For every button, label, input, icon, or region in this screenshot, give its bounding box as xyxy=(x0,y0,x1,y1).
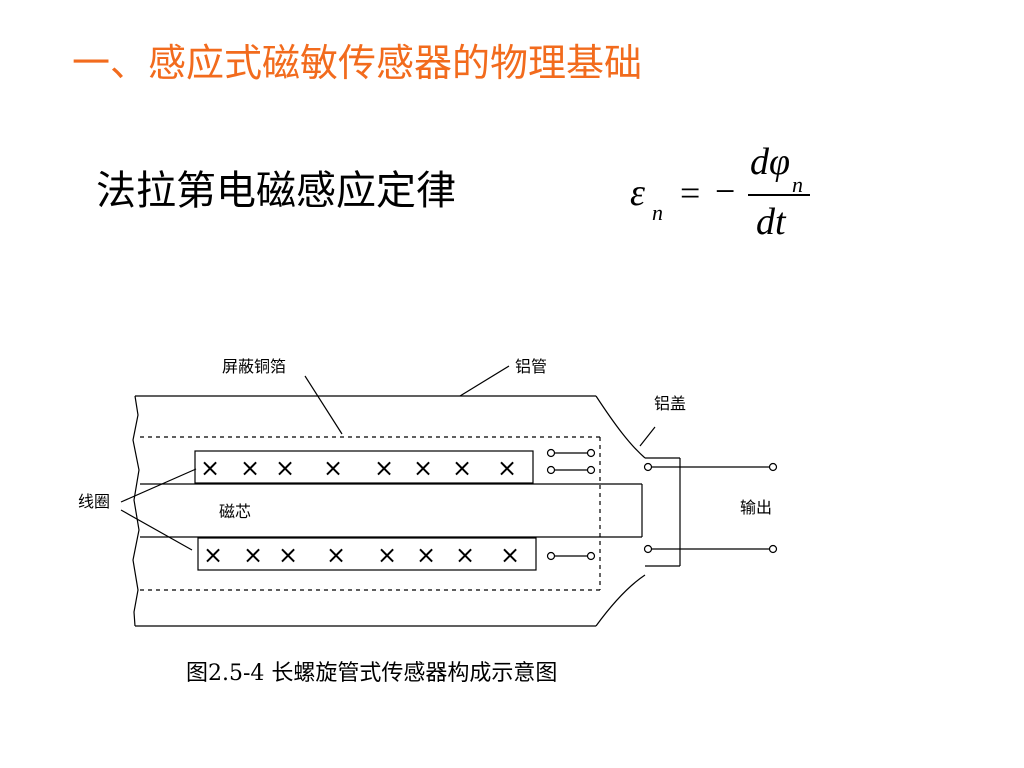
label-aluminium-cap: 铝盖 xyxy=(654,394,686,413)
label-magnetic-core: 磁芯 xyxy=(219,502,251,521)
terminal-dot xyxy=(586,448,596,458)
terminal-dot xyxy=(768,462,778,472)
coil-mark: × xyxy=(413,454,433,482)
equals-sign: = xyxy=(680,173,701,213)
label-output: 输出 xyxy=(740,498,772,517)
coil-mark: × xyxy=(326,541,346,569)
coil-mark: × xyxy=(275,454,295,482)
leader-tube xyxy=(459,365,510,397)
figure-caption: 图2.5-4 长螺旋管式传感器构成示意图 xyxy=(186,661,558,686)
terminal-dot xyxy=(546,465,556,475)
slide-title: 一、感应式磁敏传感器的物理基础 xyxy=(72,41,643,85)
coil-bottom xyxy=(197,537,537,571)
terminal-dot xyxy=(586,551,596,561)
leader-cap xyxy=(639,426,656,447)
coil-mark: × xyxy=(374,454,394,482)
coil-mark: × xyxy=(497,454,517,482)
coil-mark: × xyxy=(200,454,220,482)
coil-mark: × xyxy=(452,454,472,482)
label-aluminium-tube: 铝管 xyxy=(515,357,547,376)
fraction-numerator: dφ xyxy=(750,141,791,183)
coil-mark: × xyxy=(377,541,397,569)
numerator-subscript: n xyxy=(792,172,803,197)
label-shield-foil: 屏蔽铜箔 xyxy=(222,357,286,376)
coil-mark: × xyxy=(455,541,475,569)
emf-symbol: ε xyxy=(630,172,645,214)
terminal-dot xyxy=(643,544,653,554)
coil-mark: × xyxy=(500,541,520,569)
label-coil: 线圈 xyxy=(78,492,110,511)
coil-mark: × xyxy=(243,541,263,569)
coil-mark: × xyxy=(416,541,436,569)
leader-coil-top xyxy=(120,468,197,503)
coil-mark: × xyxy=(240,454,260,482)
coil-top xyxy=(194,450,534,484)
minus-sign: − xyxy=(715,171,736,211)
faraday-law-heading: 法拉第电磁感应定律 xyxy=(96,168,456,214)
emf-subscript: n xyxy=(652,200,663,225)
coil-mark: × xyxy=(323,454,343,482)
fraction-bar xyxy=(748,194,810,196)
faraday-formula: ε n = − dφ n dt xyxy=(620,138,820,248)
terminal-dot xyxy=(586,465,596,475)
terminal-dot xyxy=(546,448,556,458)
fraction-denominator: dt xyxy=(756,201,786,243)
tube-left-break xyxy=(132,395,140,627)
terminal-dot xyxy=(768,544,778,554)
cap-top-curve xyxy=(595,395,646,459)
leader-shield xyxy=(304,375,343,435)
cap-bottom-curve xyxy=(595,574,646,627)
leader-coil-bottom xyxy=(120,509,193,551)
terminal-dot xyxy=(643,462,653,472)
coil-mark: × xyxy=(278,541,298,569)
terminal-dot xyxy=(546,551,556,561)
coil-mark: × xyxy=(203,541,223,569)
